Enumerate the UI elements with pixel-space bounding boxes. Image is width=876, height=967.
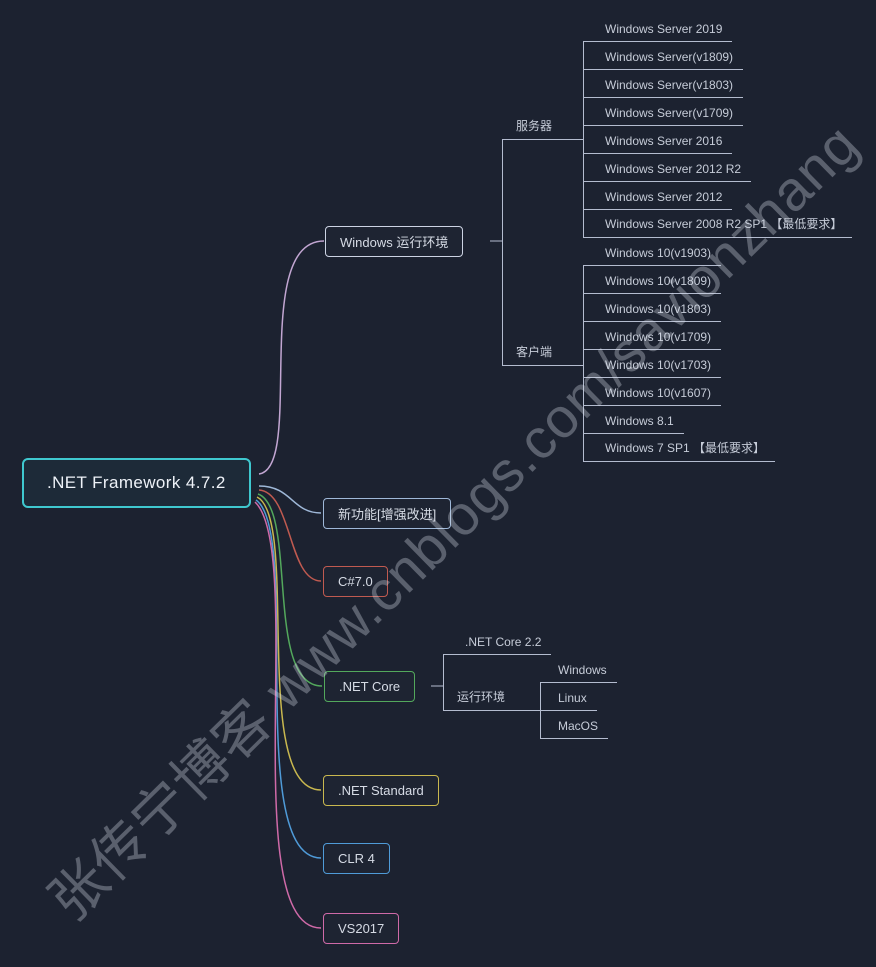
leaf-node[interactable]: Windows Server 2016 xyxy=(583,126,733,154)
node-netcore[interactable]: .NET Core xyxy=(324,671,416,702)
leaf-node[interactable]: Windows 8.1 xyxy=(583,406,684,434)
node-clr4[interactable]: CLR 4 xyxy=(323,843,390,874)
node-vs2017[interactable]: VS2017 xyxy=(323,913,400,944)
leaf-node[interactable]: Windows Server(v1803) xyxy=(583,70,744,98)
node-csharp[interactable]: C#7.0 xyxy=(323,566,388,597)
leaf-node[interactable]: Windows Server 2019 xyxy=(583,14,733,42)
leaf-node[interactable]: Linux xyxy=(540,683,597,711)
leaf-node[interactable]: Windows 10(v1903) xyxy=(583,238,722,266)
node-netcore-22[interactable]: .NET Core 2.2 xyxy=(443,627,552,655)
leaf-node[interactable]: Windows Server 2012 xyxy=(583,182,733,210)
leaf-node[interactable]: Windows 10(v1803) xyxy=(583,294,722,322)
leaf-node[interactable]: Windows 10(v1607) xyxy=(583,378,722,406)
leaf-node[interactable]: MacOS xyxy=(540,711,609,739)
leaf-node[interactable]: Windows 7 SP1 【最低要求】 xyxy=(583,434,776,462)
leaf-node[interactable]: Windows 10(v1709) xyxy=(583,322,722,350)
root-node[interactable]: .NET Framework 4.7.2 xyxy=(22,458,251,508)
leaf-node[interactable]: Windows xyxy=(540,655,617,683)
node-new-features[interactable]: 新功能[增强改进] xyxy=(323,498,452,529)
node-client-group[interactable]: 客户端 xyxy=(502,338,583,366)
node-server-group[interactable]: 服务器 xyxy=(502,112,583,140)
node-windows-env[interactable]: Windows 运行环境 xyxy=(325,226,464,257)
leaf-node[interactable]: Windows Server 2012 R2 xyxy=(583,154,752,182)
leaf-node[interactable]: Windows 10(v1703) xyxy=(583,350,722,378)
node-net-standard[interactable]: .NET Standard xyxy=(323,775,439,806)
leaf-node[interactable]: Windows 10(v1809) xyxy=(583,266,722,294)
leaf-node[interactable]: Windows Server(v1709) xyxy=(583,98,744,126)
leaf-node[interactable]: Windows Server 2008 R2 SP1 【最低要求】 xyxy=(583,210,853,238)
leaf-node[interactable]: Windows Server(v1809) xyxy=(583,42,744,70)
node-runtime-env[interactable]: 运行环境 xyxy=(443,683,540,711)
